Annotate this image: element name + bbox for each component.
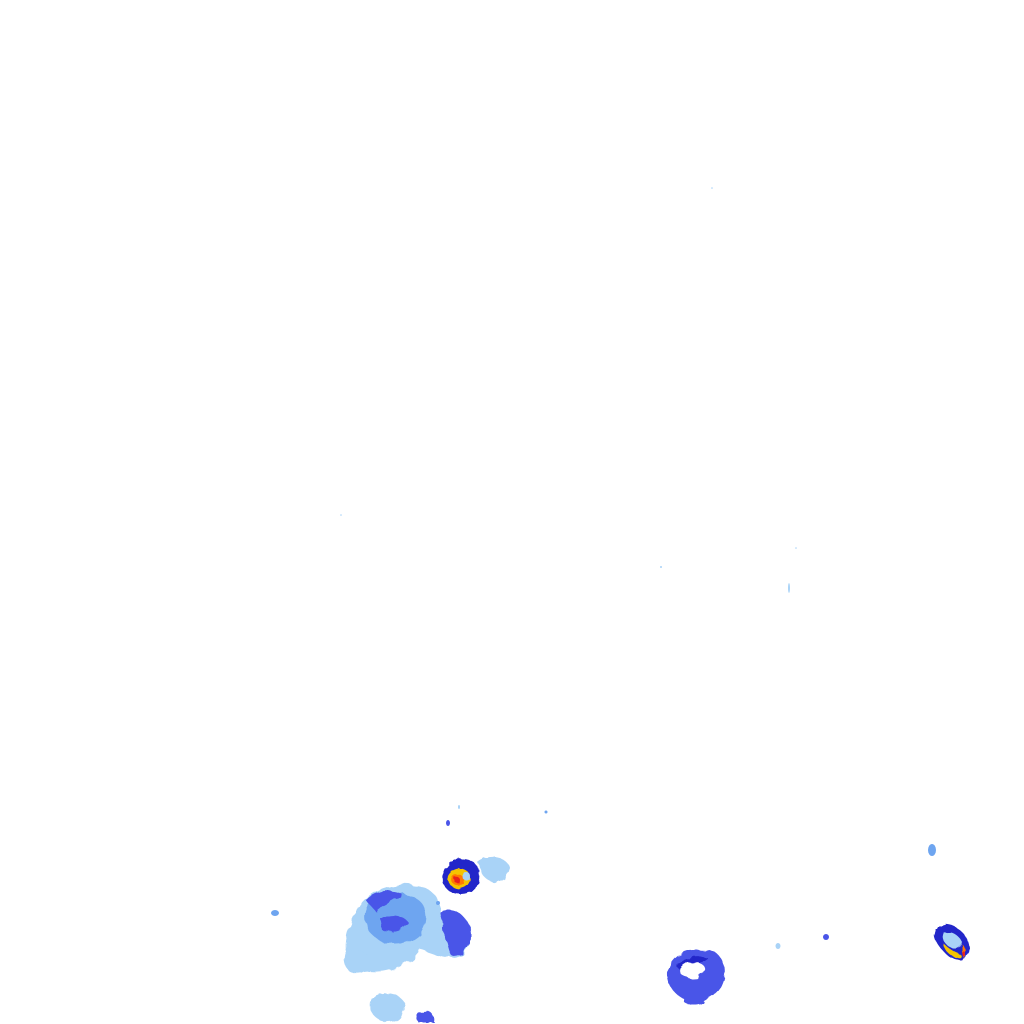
speckle xyxy=(788,583,790,593)
cell-central xyxy=(667,949,725,1005)
cell-south-trail xyxy=(370,993,435,1022)
cell-central-hollow xyxy=(679,961,706,978)
cell-west-large-moderate-3 xyxy=(380,914,408,932)
speckle xyxy=(775,943,781,949)
speckle xyxy=(928,844,936,856)
cell-east-intense xyxy=(944,944,961,958)
speckle xyxy=(795,547,797,549)
cell-west-small-core-light xyxy=(462,872,470,880)
cell-east-dot xyxy=(962,952,966,956)
speckle xyxy=(544,810,548,814)
cell-west-small xyxy=(442,856,510,894)
speckle xyxy=(340,514,342,516)
speckle xyxy=(446,820,450,826)
cell-east-light xyxy=(943,932,962,949)
cell-south-trail-light xyxy=(370,993,406,1022)
speckle xyxy=(711,187,713,189)
cell-west-small-tail xyxy=(478,856,510,882)
speckle xyxy=(271,910,279,916)
cell-west-small-severe xyxy=(454,877,460,884)
cell-west-large-moderate-2 xyxy=(440,909,472,956)
cell-west-large-tail-light xyxy=(344,950,374,975)
speckle xyxy=(823,934,829,940)
speckle xyxy=(660,566,662,568)
cell-central-tail xyxy=(684,995,704,1005)
cell-west-large xyxy=(344,884,472,975)
speckles xyxy=(271,187,936,949)
speckle xyxy=(436,901,440,905)
cell-south-trail-moderate xyxy=(416,1010,435,1022)
speckle xyxy=(458,805,460,809)
cell-west-large-moderate-1 xyxy=(366,890,402,912)
cell-east xyxy=(934,924,970,961)
